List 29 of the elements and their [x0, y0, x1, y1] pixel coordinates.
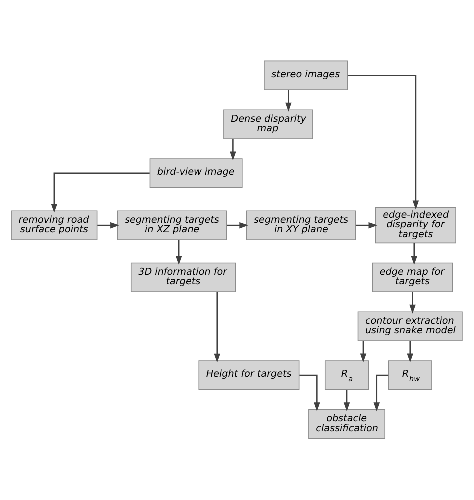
node-box: R$_{a}$	[324, 360, 370, 390]
node-box: Dense disparity map	[224, 110, 314, 140]
arrow	[407, 341, 414, 363]
arrow	[348, 75, 420, 210]
arrow	[300, 374, 320, 412]
arrow	[98, 222, 120, 229]
arrow	[214, 292, 221, 363]
arrow	[51, 172, 150, 213]
node-box: 3D information for targets	[130, 262, 236, 292]
node-box: R$_{hw}$	[388, 360, 432, 390]
arrow	[176, 240, 182, 266]
arrow	[356, 222, 378, 229]
node-box: removing road surface points	[11, 210, 98, 240]
node-box: contour extraction using snake model	[358, 312, 463, 342]
arrow	[410, 292, 416, 314]
node-box: segmenting targets in XY plane	[246, 210, 356, 240]
arrow	[230, 139, 236, 161]
node-box: edge-indexed disparity for targets	[376, 208, 456, 244]
node-box: stereo images	[264, 60, 348, 90]
arrow	[411, 243, 418, 266]
node-box: obstacle classification	[308, 410, 386, 440]
node-box: segmenting targets in XZ plane	[117, 210, 228, 240]
arrow	[227, 222, 249, 229]
node-box: Height for targets	[198, 360, 300, 390]
arrow	[344, 390, 350, 412]
arrow	[286, 90, 292, 112]
arrow	[360, 341, 367, 363]
node-box: edge map for targets	[372, 262, 454, 292]
node-box: bird-view image	[150, 158, 243, 188]
